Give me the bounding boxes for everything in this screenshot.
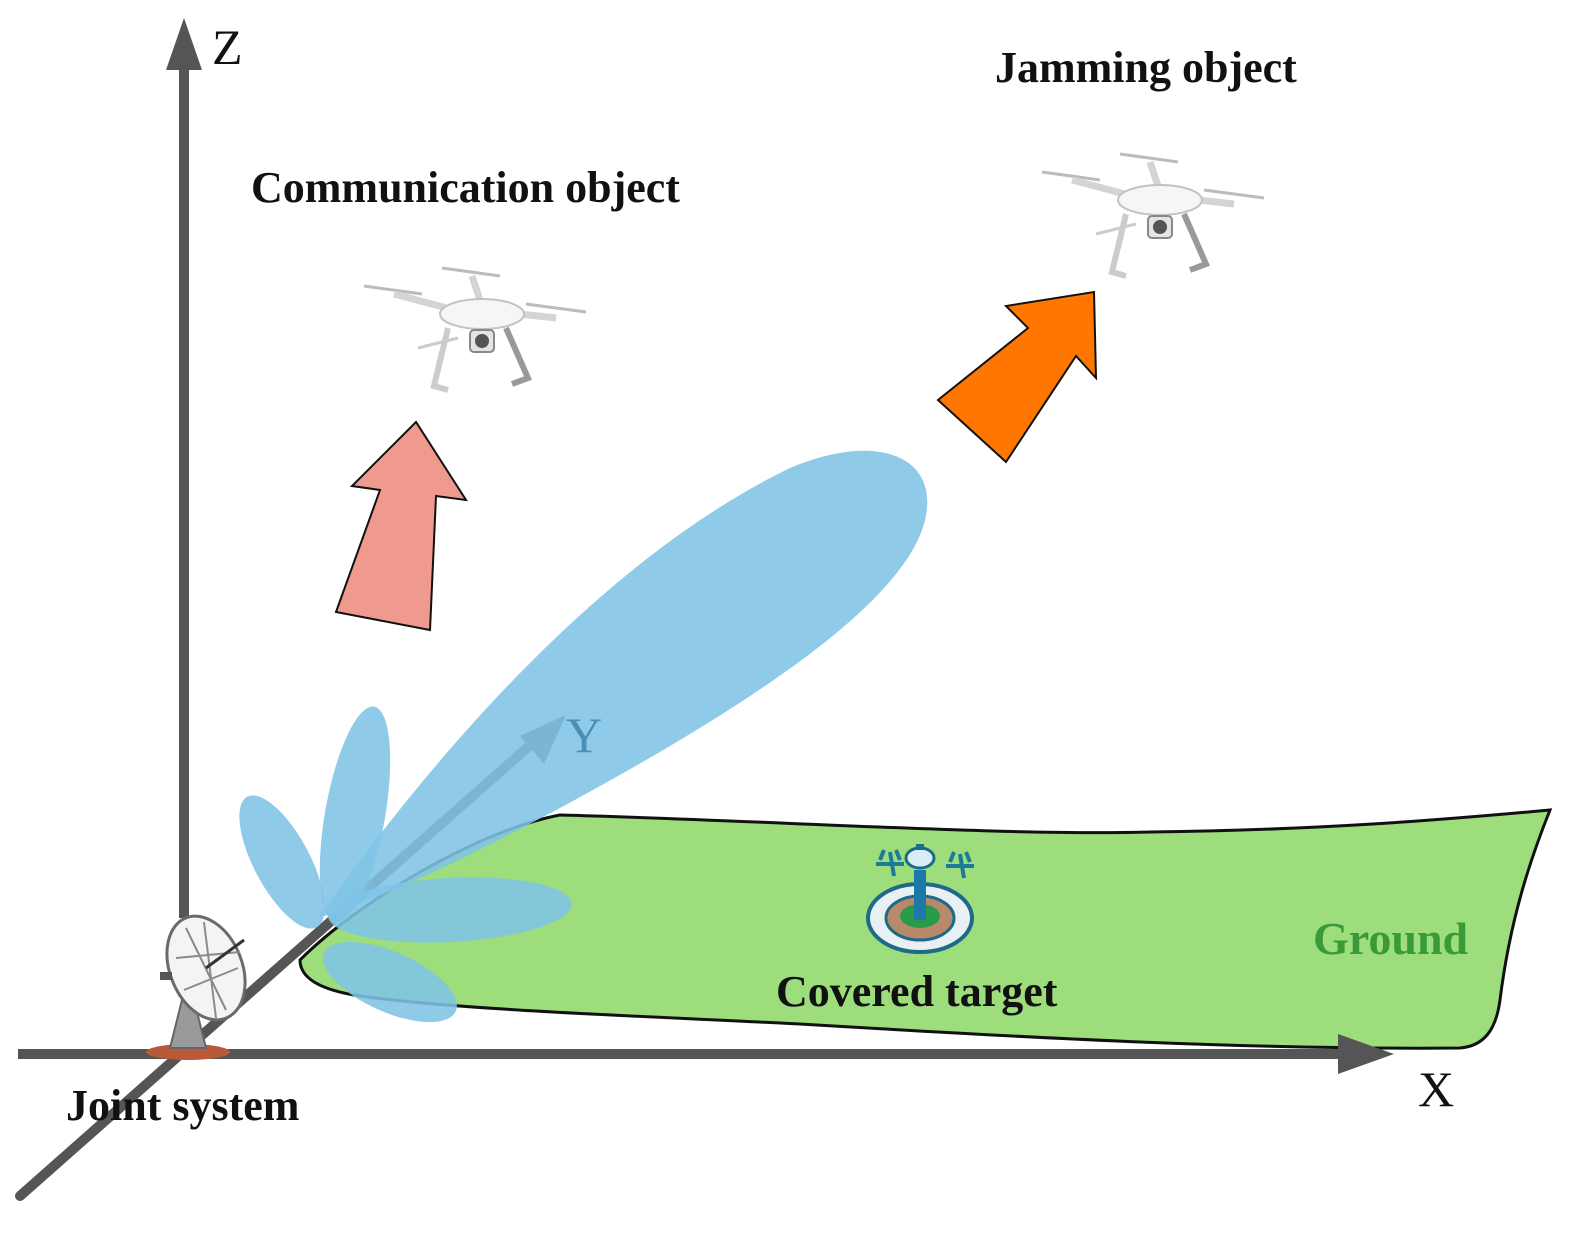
side-lobe — [319, 706, 391, 924]
z-axis-label: Z — [212, 19, 243, 75]
radar-dish-icon — [146, 914, 247, 1060]
side-lobe — [328, 877, 572, 943]
jamming-arrow — [936, 290, 1098, 464]
z-axis-arrowhead — [166, 18, 202, 70]
x-axis-label: X — [1418, 1061, 1455, 1117]
jamming-object-label: Jamming object — [995, 43, 1297, 92]
y-axis-label: Y — [566, 707, 603, 763]
jamming-drone-icon — [1042, 154, 1264, 276]
covered-target-label: Covered target — [776, 967, 1058, 1016]
side-lobe — [239, 795, 325, 929]
main-lobe — [318, 450, 928, 918]
communication-drone-icon — [364, 268, 586, 390]
communication-object-label: Communication object — [251, 163, 680, 212]
side-lobe — [323, 941, 457, 1023]
joint-system-label: Joint system — [66, 1081, 300, 1130]
communication-arrow — [334, 420, 469, 632]
x-axis-arrowhead — [1338, 1034, 1394, 1074]
control-tower-icon — [866, 844, 974, 954]
ground-label: Ground — [1313, 913, 1469, 964]
beam-pattern — [239, 450, 928, 1023]
